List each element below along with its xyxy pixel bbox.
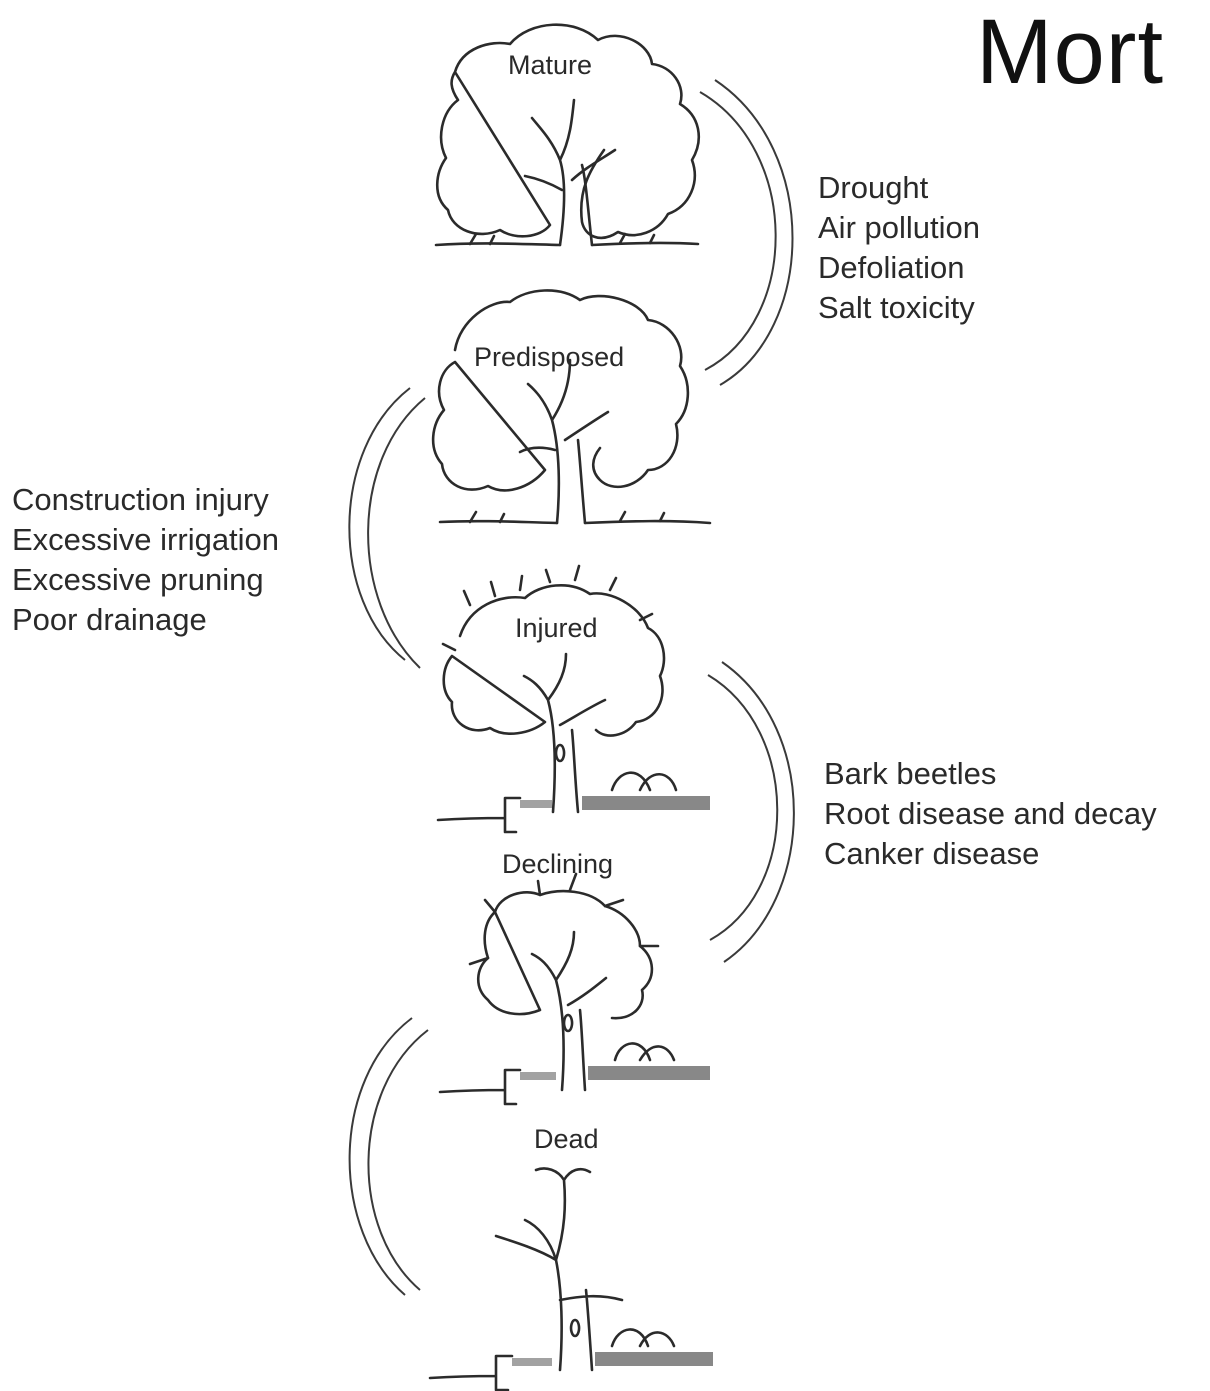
arc-left-2 [350, 1018, 412, 1295]
factor-item: Salt toxicity [818, 288, 980, 328]
stage-label-dead: Dead [534, 1124, 599, 1155]
arc-right-2 [708, 675, 777, 940]
arc-left-2b [368, 1030, 428, 1290]
tree-dead [430, 1168, 713, 1390]
factor-item: Canker disease [824, 834, 1157, 874]
spiral-arcs [349, 80, 794, 1295]
arc-right-2b [722, 662, 794, 962]
tree-injured [438, 566, 710, 832]
stage-label-declining: Declining [502, 849, 613, 880]
stage-label-injured: Injured [515, 613, 598, 644]
factor-item: Excessive pruning [12, 560, 279, 600]
factor-group-contributing: Bark beetles Root disease and decay Cank… [824, 754, 1157, 874]
factor-item: Excessive irrigation [12, 520, 279, 560]
factor-item: Air pollution [818, 208, 980, 248]
factor-item: Root disease and decay [824, 794, 1157, 834]
factor-group-inciting: Construction injury Excessive irrigation… [12, 480, 279, 640]
page-title: Mort [976, 2, 1164, 103]
factor-item: Defoliation [818, 248, 980, 288]
factor-item: Construction injury [12, 480, 279, 520]
tree-declining [440, 874, 710, 1104]
factor-item: Drought [818, 168, 980, 208]
arc-left-1 [349, 388, 410, 660]
stage-label-predisposed: Predisposed [474, 342, 624, 373]
stage-label-mature: Mature [508, 50, 592, 81]
factor-group-predisposing: Drought Air pollution Defoliation Salt t… [818, 168, 980, 328]
tree-predisposed [433, 290, 710, 523]
arc-right-1b [715, 80, 793, 385]
factor-item: Bark beetles [824, 754, 1157, 794]
factor-item: Poor drainage [12, 600, 279, 640]
